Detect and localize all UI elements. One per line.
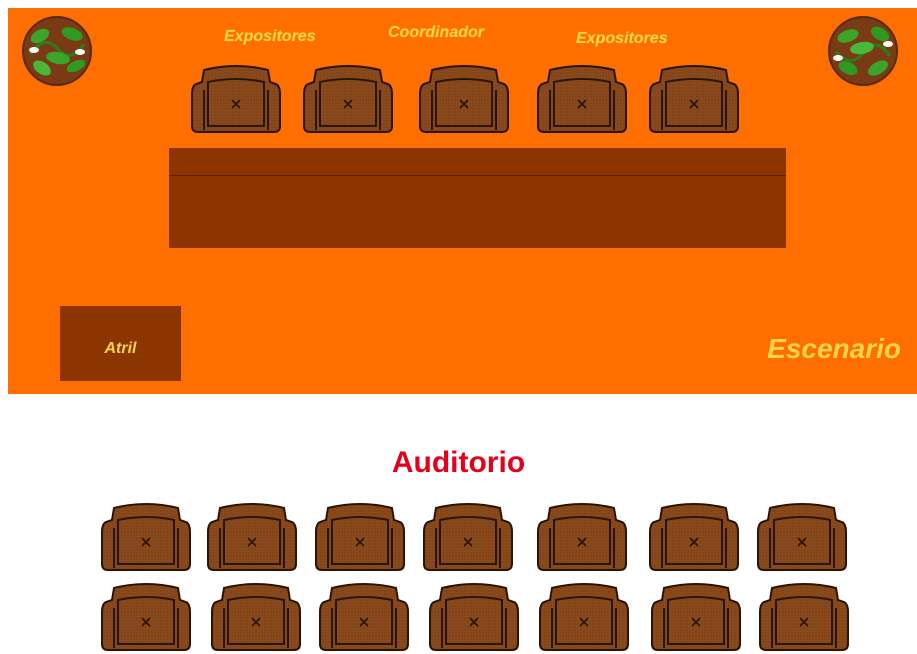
panel-label-expositores-left: Expositores — [224, 28, 316, 45]
panel-label-coordinador: Coordinador — [388, 24, 484, 41]
audience-chair — [756, 498, 848, 574]
panel-chair — [190, 60, 282, 136]
audience-chair — [536, 498, 628, 574]
table-edge-line — [169, 175, 786, 176]
audience-chair — [538, 578, 630, 654]
stage-area: Expositores Coordinador Expositores Atri… — [8, 8, 917, 394]
lectern-label: Atril — [104, 340, 137, 357]
audience-chair — [206, 498, 298, 574]
audience-chair — [422, 498, 514, 574]
panel-label-expositores-right: Expositores — [576, 30, 668, 47]
panel-chair — [648, 60, 740, 136]
audience-chair — [650, 578, 742, 654]
audience-chair — [100, 498, 192, 574]
audience-chair — [428, 578, 520, 654]
plant-decoration-right-icon — [826, 14, 900, 88]
audience-chair — [648, 498, 740, 574]
panel-chair — [418, 60, 510, 136]
plant-decoration-left-icon — [20, 14, 94, 88]
lectern: Atril — [60, 306, 181, 381]
stage-label: Escenario — [767, 333, 901, 364]
audience-chair — [758, 578, 850, 654]
panel-chair — [536, 60, 628, 136]
auditorium-title: Auditorio — [391, 446, 526, 479]
panel-table — [169, 148, 786, 248]
audience-chair — [314, 498, 406, 574]
audience-chair — [210, 578, 302, 654]
panel-chair — [302, 60, 394, 136]
audience-chair — [318, 578, 410, 654]
audience-chair — [100, 578, 192, 654]
